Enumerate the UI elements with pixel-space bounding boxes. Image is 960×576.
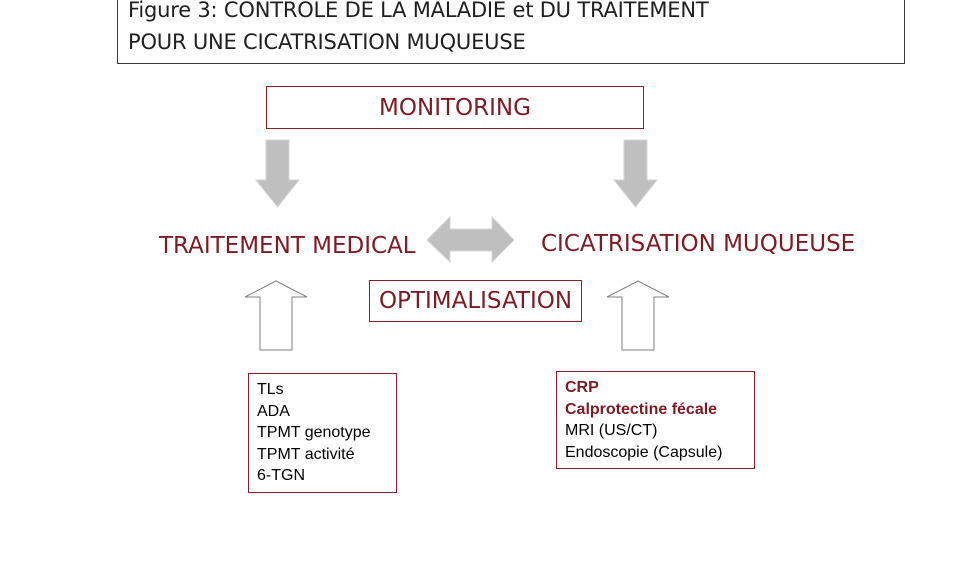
list-item: CRP bbox=[565, 379, 599, 396]
list-item: TPMT activité bbox=[257, 445, 355, 463]
list-item: TPMT genotype bbox=[257, 424, 371, 441]
healing-markers-box: CRP Calprotectine fécale MRI (US/CT) End… bbox=[556, 371, 755, 469]
up-arrow-right bbox=[606, 280, 670, 351]
treatment-markers-box: TLs ADA TPMT genotype TPMT activité 6-TG… bbox=[248, 373, 397, 493]
list-item: TLs bbox=[257, 381, 284, 398]
list-item: Calprotectine fécale bbox=[565, 400, 718, 418]
figure-title-box: Figure 3: CONTRÔLE DE LA MALADIE et DU T… bbox=[117, 0, 905, 64]
double-arrow bbox=[426, 215, 515, 264]
traitement-medical-label: TRAITEMENT MEDICAL bbox=[159, 233, 416, 259]
figure-title-line-1: Figure 3: CONTRÔLE DE LA MALADIE et DU T… bbox=[128, 0, 709, 22]
up-arrow-left bbox=[244, 280, 308, 351]
list-item: 6-TGN bbox=[257, 467, 305, 484]
list-item: MRI (US/CT) bbox=[565, 422, 658, 439]
optimalisation-box: OPTIMALISATION bbox=[369, 280, 582, 322]
cicatrisation-muqueuse-label: CICATRISATION MUQUEUSE bbox=[541, 231, 856, 257]
down-arrow-left bbox=[254, 139, 301, 208]
figure-title-line-2: POUR UNE CICATRISATION MUQUEUSE bbox=[128, 30, 526, 54]
down-arrow-right bbox=[612, 139, 659, 208]
list-item: ADA bbox=[257, 402, 290, 420]
list-item: Endoscopie (Capsule) bbox=[565, 443, 723, 461]
monitoring-box: MONITORING bbox=[266, 86, 644, 129]
